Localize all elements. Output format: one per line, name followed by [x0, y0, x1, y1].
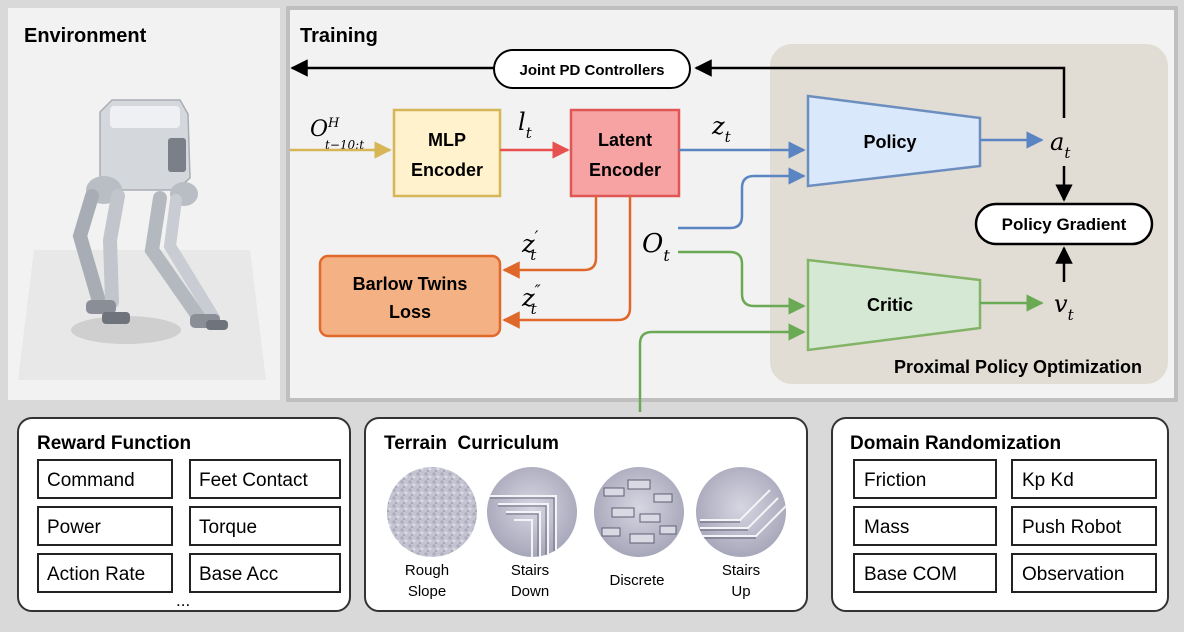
domain-items: Friction Kp Kd Mass Push Robot Base COM …	[853, 459, 1157, 593]
reward-item-label: Feet Contact	[199, 470, 308, 491]
policy-gradient-node	[974, 202, 1154, 246]
terrain-label: Rough	[405, 562, 449, 579]
reward-item	[189, 506, 341, 546]
latent-encoder-node	[569, 108, 681, 198]
terrain-label: Slope	[408, 583, 446, 600]
barlow-twins-loss-node	[318, 254, 502, 338]
reward-item	[37, 459, 173, 499]
environment-title: Environment	[24, 25, 147, 47]
barlow-label-2: Loss	[389, 302, 431, 322]
domain-item	[1011, 506, 1157, 546]
reward-item-label: Power	[47, 517, 102, 538]
z-double-prime-arrow	[502, 196, 632, 329]
z-prime-symbol: z′t	[521, 227, 539, 264]
domain-item	[1011, 459, 1157, 499]
ppo-title: Proximal Policy Optimization	[894, 357, 1142, 377]
latent-encoder-label-1: Latent	[598, 130, 652, 150]
domain-item	[853, 553, 997, 593]
v-symbol: vt	[1054, 290, 1075, 324]
barlow-label-1: Barlow Twins	[353, 274, 468, 294]
obs-history-symbol: OH	[310, 116, 340, 142]
policy-label: Policy	[863, 132, 916, 152]
reward-item	[37, 553, 173, 593]
domain-item	[853, 459, 997, 499]
terrain-label: Up	[731, 583, 750, 600]
z-symbol: zt	[711, 112, 732, 146]
domain-item	[853, 506, 997, 546]
terrain-to-critic-arrow	[638, 323, 806, 412]
mlp-encoder-label-2: Encoder	[411, 160, 483, 180]
z-double-prime-symbol: z″t	[521, 281, 541, 318]
reward-item	[37, 506, 173, 546]
domain-item-label: Push Robot	[1022, 517, 1122, 538]
terrain-stairs-up	[696, 467, 786, 557]
terrain-label: Stairs	[722, 562, 760, 579]
domain-item-label: Mass	[864, 517, 909, 538]
policy-gradient-label: Policy Gradient	[1002, 215, 1127, 234]
latent-encoder-label-2: Encoder	[589, 160, 661, 180]
reward-item-label: Base Acc	[199, 564, 278, 585]
terrain-stairs-down	[487, 467, 577, 557]
mlp-encoder-node	[392, 108, 502, 198]
obs-history-subscript: t−10:t	[325, 138, 364, 152]
o-to-policy-arrow	[678, 167, 806, 230]
critic-label: Critic	[867, 295, 913, 315]
terrain-items: Rough Slope Stairs Down Discrete Stairs …	[387, 467, 786, 600]
o-symbol: Ot	[642, 229, 670, 265]
domain-item-label: Kp Kd	[1022, 470, 1074, 491]
reward-more-ellipsis: ...	[176, 591, 190, 610]
training-panel-border	[286, 6, 1178, 402]
reward-items: Command Feet Contact Power Torque Action…	[37, 459, 341, 610]
terrain-curriculum-title: Terrain Curriculum	[384, 433, 559, 454]
action-to-pd-arrow	[694, 59, 1066, 118]
reward-item	[189, 459, 341, 499]
mlp-encoder-label-1: MLP	[428, 130, 466, 150]
terrain-label: Stairs	[511, 562, 549, 579]
o-to-critic-arrow	[678, 250, 806, 315]
terrain-discrete	[594, 467, 684, 557]
reward-item	[189, 553, 341, 593]
terrain-curriculum-panel	[364, 417, 808, 612]
l-symbol: lt	[518, 108, 533, 142]
domain-item	[1011, 553, 1157, 593]
domain-randomization-title: Domain Randomization	[850, 433, 1061, 454]
joint-pd-controllers-node	[493, 49, 691, 89]
domain-item-label: Friction	[864, 470, 926, 491]
joint-pd-controllers-label: Joint PD Controllers	[519, 62, 664, 79]
training-title: Training	[300, 25, 378, 47]
reward-item-label: Torque	[199, 517, 257, 538]
terrain-label: Down	[511, 583, 549, 600]
policy-node	[806, 94, 982, 188]
terrain-rough-slope	[387, 467, 477, 557]
domain-item-label: Base COM	[864, 564, 957, 585]
domain-item-label: Observation	[1022, 564, 1124, 585]
robot-illustration	[18, 99, 266, 380]
reward-function-title: Reward Function	[37, 433, 191, 454]
terrain-label: Discrete	[609, 572, 664, 589]
a-symbol: at	[1050, 128, 1071, 162]
reward-item-label: Action Rate	[47, 564, 145, 585]
z-prime-arrow	[502, 196, 598, 279]
reward-item-label: Command	[47, 470, 135, 491]
critic-node	[806, 258, 982, 352]
